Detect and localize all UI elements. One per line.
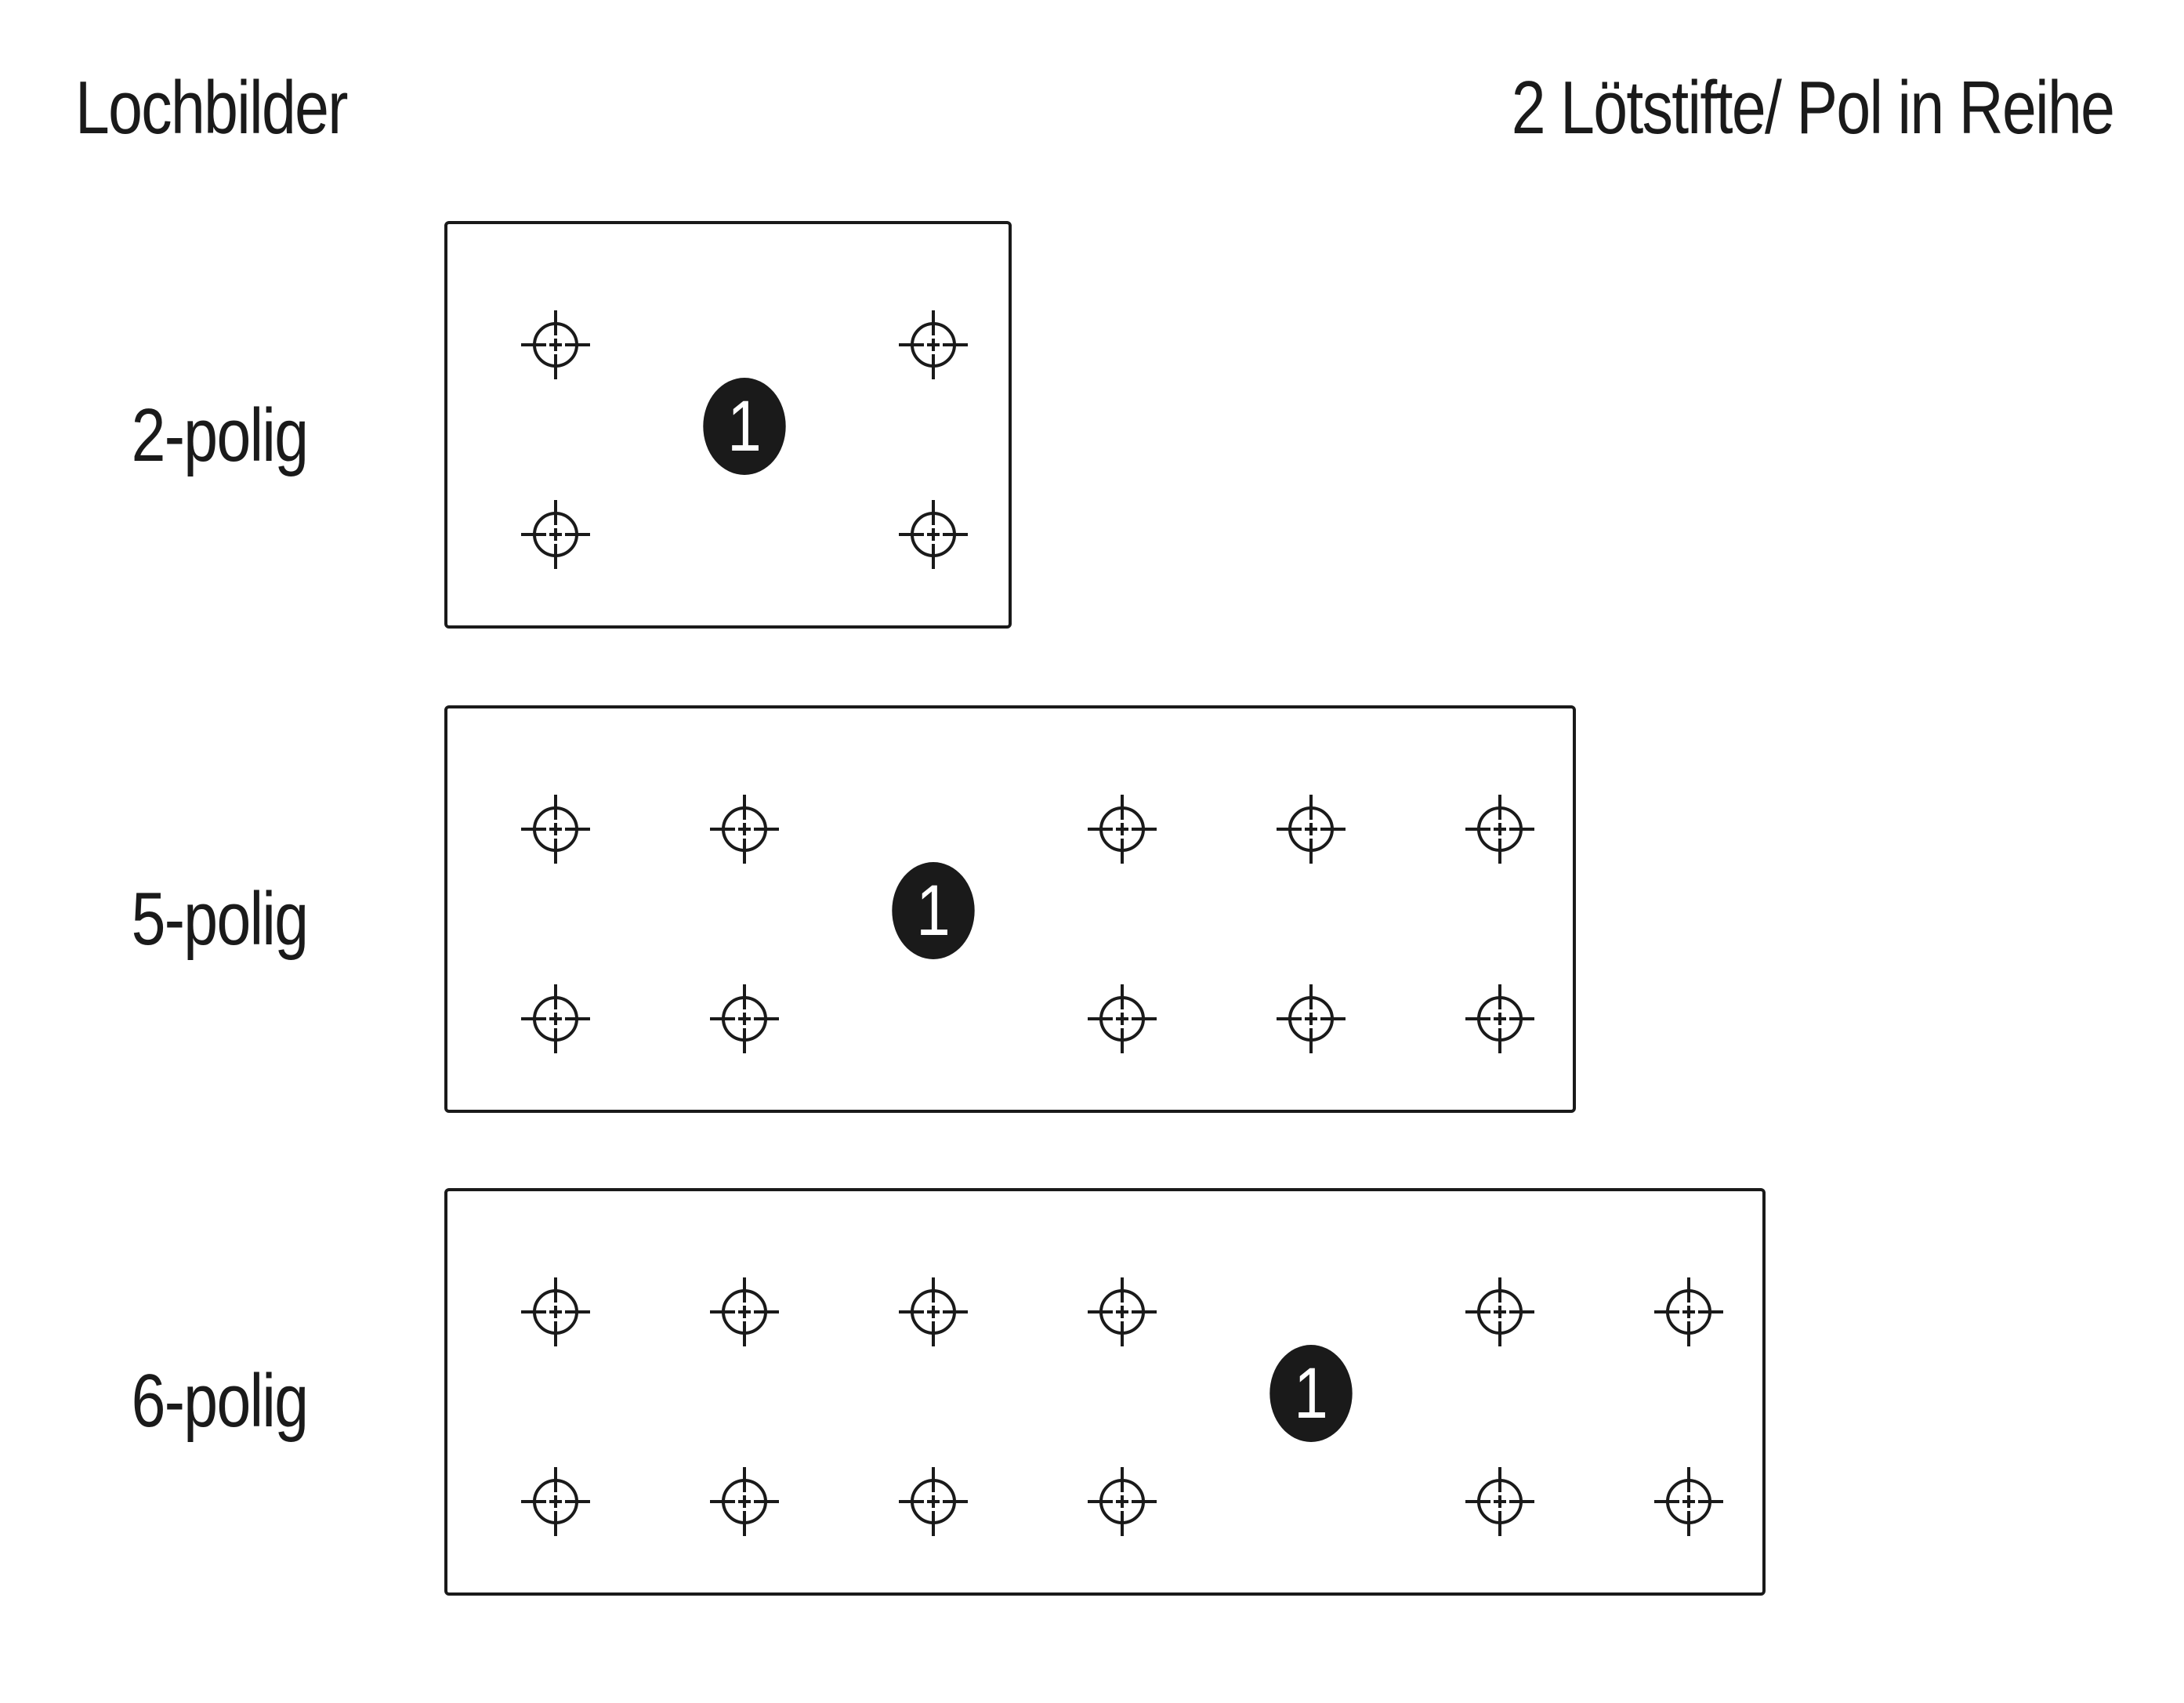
crosshair-hole-icon — [1465, 1277, 1534, 1346]
hole-pattern-board-2-polig: 1 — [444, 221, 1012, 629]
crosshair-hole-icon — [1277, 795, 1346, 864]
crosshair-hole-icon — [521, 310, 590, 379]
crosshair-hole-icon — [521, 984, 590, 1053]
crosshair-hole-icon — [521, 1277, 590, 1346]
diagram-subtitle: 2 Lötstifte/ Pol in Reihe — [1511, 66, 2114, 150]
diagram-title: Lochbilder — [75, 66, 348, 150]
crosshair-hole-icon — [1465, 984, 1534, 1053]
crosshair-hole-icon — [1654, 1467, 1723, 1536]
hole-grid-5-polig — [521, 795, 1534, 1053]
pin-1-marker: 1 — [703, 378, 786, 475]
crosshair-hole-icon — [710, 795, 779, 864]
crosshair-hole-icon — [899, 1277, 968, 1346]
crosshair-hole-icon — [710, 984, 779, 1053]
crosshair-hole-icon — [899, 310, 968, 379]
layout-label-5-polig: 5-polig — [131, 877, 309, 961]
crosshair-hole-icon — [521, 500, 590, 569]
crosshair-hole-icon — [1277, 984, 1346, 1053]
crosshair-hole-icon — [1088, 984, 1157, 1053]
hole-grid-2-polig — [521, 310, 968, 569]
crosshair-hole-icon — [1465, 795, 1534, 864]
crosshair-hole-icon — [1465, 1467, 1534, 1536]
hole-pattern-board-6-polig: 1 — [444, 1188, 1766, 1596]
crosshair-hole-icon — [521, 795, 590, 864]
crosshair-hole-icon — [1654, 1277, 1723, 1346]
crosshair-hole-icon — [1088, 1277, 1157, 1346]
crosshair-hole-icon — [1088, 1467, 1157, 1536]
layout-label-2-polig: 2-polig — [131, 393, 309, 477]
crosshair-hole-icon — [710, 1467, 779, 1536]
hole-pattern-board-5-polig: 1 — [444, 705, 1576, 1113]
layout-label-6-polig: 6-polig — [131, 1359, 309, 1443]
crosshair-hole-icon — [1088, 795, 1157, 864]
pin-1-marker: 1 — [892, 862, 975, 959]
crosshair-hole-icon — [899, 500, 968, 569]
pin-1-marker: 1 — [1269, 1345, 1353, 1442]
hole-grid-6-polig — [521, 1277, 1723, 1536]
crosshair-hole-icon — [521, 1467, 590, 1536]
crosshair-hole-icon — [899, 1467, 968, 1536]
crosshair-hole-icon — [710, 1277, 779, 1346]
